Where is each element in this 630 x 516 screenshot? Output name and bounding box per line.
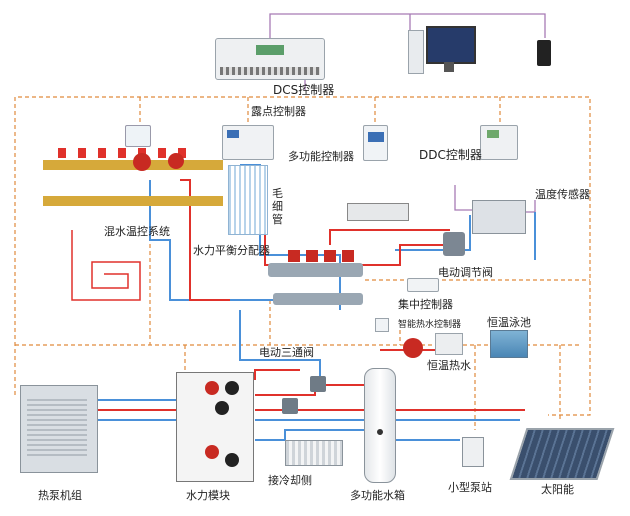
ddc-display [487, 130, 499, 138]
label-cooling-side: 接冷却侧 [268, 474, 312, 487]
hm-gauge-4 [205, 445, 219, 459]
constant-temp-hot-water-device [435, 333, 463, 355]
label-multi-function-controller: 多功能控制器 [288, 150, 354, 163]
hot-pipes [95, 179, 525, 411]
mixing-pump [133, 153, 151, 171]
tank-fitting [377, 429, 383, 435]
thermostat-panel [125, 125, 151, 147]
ddc-controller-device [480, 125, 518, 160]
fan-coil-unit [347, 203, 409, 221]
label-ddc-controller: DDC控制器 [419, 148, 482, 162]
distributor-bottom-header [273, 293, 363, 305]
heat-pump-grille [27, 396, 87, 456]
electric-regulating-valve-device [443, 232, 465, 256]
label-multi-function-water-tank: 多功能水箱 [350, 489, 405, 502]
label-constant-temp-hot-water: 恒温热水 [427, 359, 471, 372]
manifold-bottom-bar [43, 196, 223, 206]
label-electric-regulating-valve: 电动调节阀 [438, 266, 493, 279]
multi-function-controller-device [363, 125, 388, 161]
label-smart-water-heater-controller: 智能热水控制器 [398, 320, 462, 330]
electric-three-way-valve-a [310, 376, 326, 392]
dcs-controller-device [215, 38, 325, 80]
mixing-valve-head [168, 153, 184, 169]
label-mixed-water-temp-control-system: 混水温控系统 [104, 225, 170, 238]
dew-display [227, 130, 239, 138]
hot-water-pump [403, 338, 423, 358]
hm-gauge-2 [225, 381, 239, 395]
electric-three-way-valve-b [282, 398, 298, 414]
signal-lines [14, 96, 591, 430]
label-solar-energy: 太阳能 [541, 483, 574, 496]
hm-gauge-1 [205, 381, 219, 395]
cooling-side-radiator [285, 440, 343, 466]
label-central-controller: 集中控制器 [398, 298, 453, 311]
label-constant-temp-pool: 恒温泳池 [487, 316, 531, 329]
label-dew-point-controller: 露点控制器 [251, 105, 306, 118]
pool-image [490, 330, 528, 358]
computer-icon [408, 26, 476, 78]
hm-gauge-5 [225, 453, 239, 467]
central-controller-device [407, 278, 439, 292]
dcs-terminal-strip [220, 67, 320, 75]
label-heat-pump-unit: 热泵机组 [38, 489, 82, 502]
label-electric-three-way-valve: 电动三通阀 [259, 346, 314, 359]
distributor-top-header [268, 263, 363, 277]
hm-gauge-3 [215, 401, 229, 415]
mixing-manifold [38, 148, 238, 228]
pc-stand [444, 62, 454, 72]
label-temperature-sensor: 温度传感器 [535, 188, 590, 201]
capillary-mat [228, 165, 268, 235]
label-capillary: 毛细管 [272, 187, 283, 226]
label-hydraulic-module: 水力模块 [186, 489, 230, 502]
label-hydraulic-balance-distributor: 水力平衡分配器 [193, 244, 270, 257]
solar-panel-device [509, 428, 615, 480]
small-pump-station-device [462, 437, 484, 467]
label-small-pump-station: 小型泵站 [448, 481, 492, 494]
air-handling-unit [472, 200, 526, 234]
pc-monitor [426, 26, 476, 64]
mobile-phone-icon [537, 40, 551, 66]
multi-function-water-tank-device [364, 368, 396, 483]
manifold-valve-caps [58, 148, 198, 158]
pc-tower [408, 30, 424, 74]
hydraulic-balance-distributor-device [268, 248, 368, 328]
smart-water-heater-controller-device [375, 318, 389, 332]
floor-heating-coil [71, 230, 141, 301]
distributor-actuators [288, 250, 358, 262]
heat-pump-unit-device [20, 385, 98, 473]
hydraulic-module-device [176, 372, 254, 482]
mfc-display [368, 132, 384, 142]
dcs-display [256, 45, 284, 55]
label-dcs-controller: DCS控制器 [273, 83, 335, 97]
dew-point-controller-device [222, 125, 274, 160]
